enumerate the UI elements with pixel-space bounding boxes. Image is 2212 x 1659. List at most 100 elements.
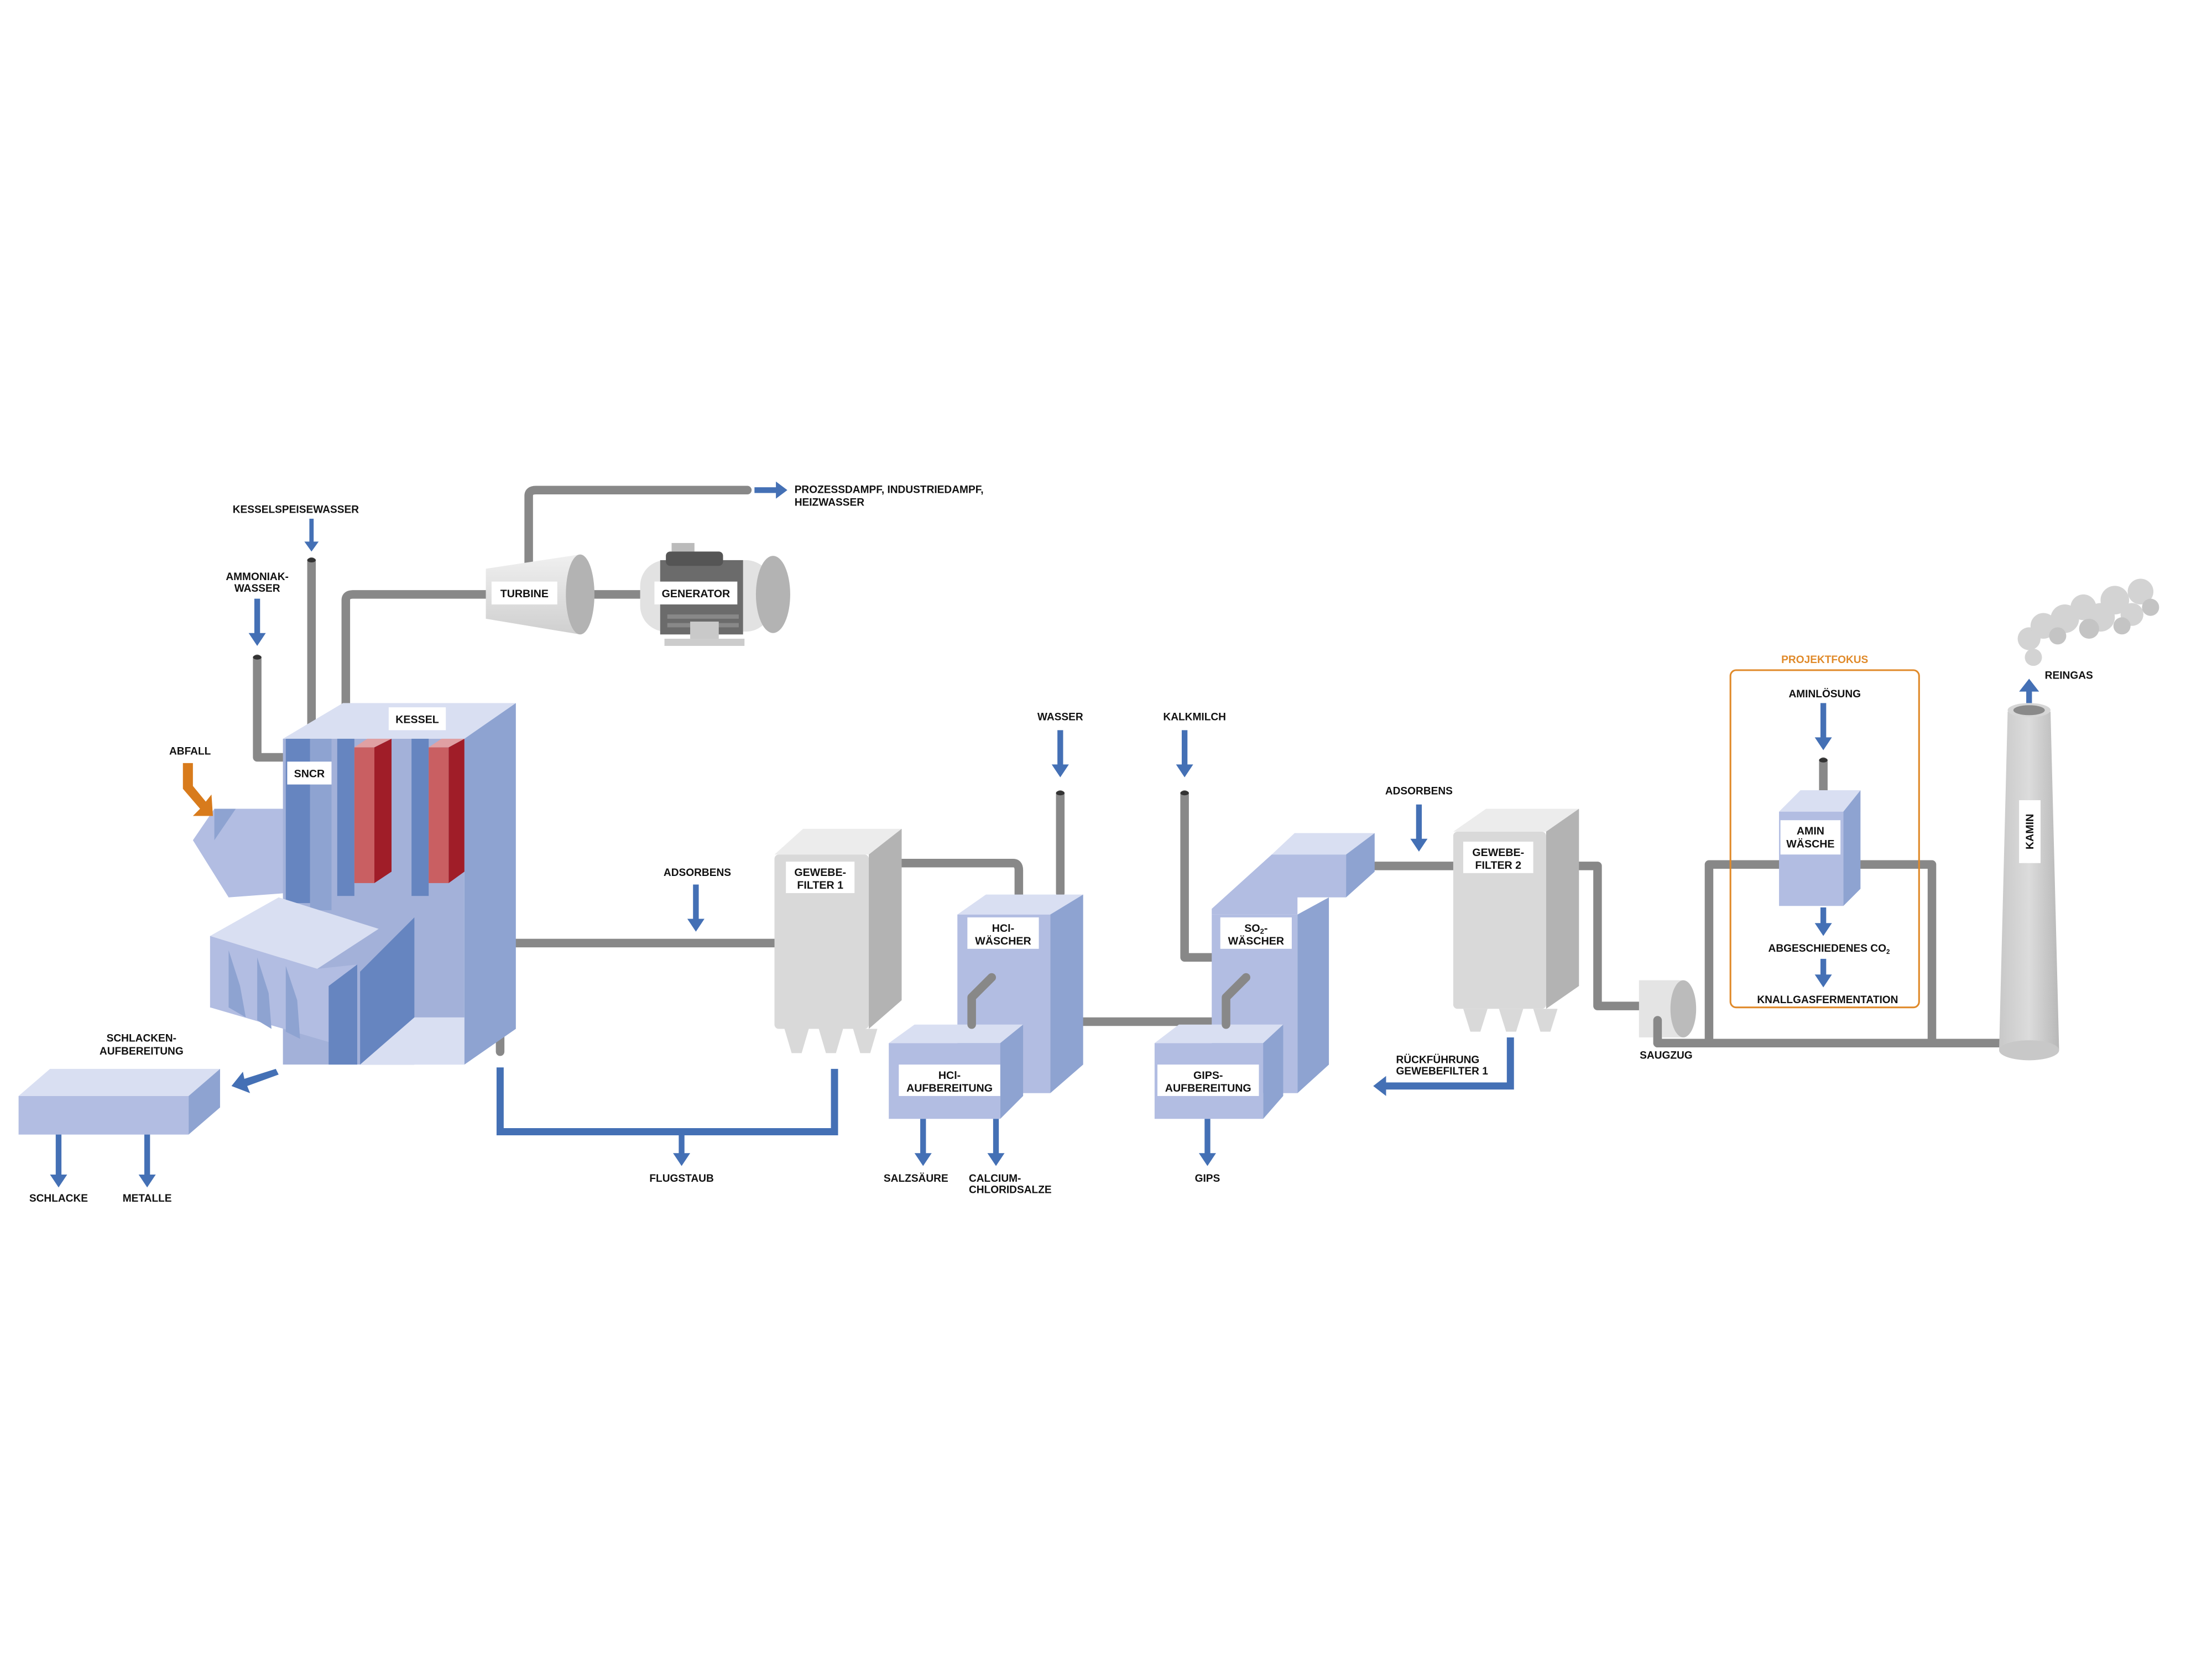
pipe-end — [1819, 758, 1828, 763]
pipe-end — [1180, 790, 1189, 796]
arrow-down-icon — [138, 1134, 156, 1188]
pipe-amin-in — [1704, 860, 1785, 1048]
schlacke-label: SCHLACKE — [29, 1193, 88, 1204]
arrow-down-icon — [304, 518, 319, 552]
abfall-arrow-icon — [182, 763, 213, 816]
kalkmilch-pipe — [1180, 790, 1216, 962]
arrow-down-icon — [1410, 804, 1428, 852]
generator-label: GENERATOR — [662, 588, 731, 600]
rueckfuehrung-line — [1383, 1037, 1514, 1090]
column — [411, 738, 429, 896]
hcl-waescher-label-1: HCl- — [992, 922, 1014, 935]
label-gewebefilter-2: GEWEBE- FILTER 2 — [1463, 841, 1533, 873]
salzsaeure-label: SALZSÄURE — [884, 1173, 948, 1185]
arrow-down-icon — [1814, 907, 1832, 936]
ash-cone — [257, 957, 272, 1029]
arrow-right-icon — [754, 481, 787, 499]
turbine-face — [566, 554, 594, 635]
label-kessel: KESSEL — [388, 707, 446, 731]
knallgasfermentation-label: KNALLGASFERMENTATION — [1757, 994, 1898, 1006]
label-hcl-waescher: HCl- WÄSCHER — [967, 917, 1039, 949]
arrow-up-icon — [2019, 679, 2039, 703]
gewebefilter2-label-1: GEWEBE- — [1472, 847, 1524, 859]
process-steam-pipe — [524, 486, 752, 573]
ammoniak-pipe — [253, 654, 290, 762]
so2-waescher-label-1: SO2- — [1244, 922, 1267, 936]
boiler-bottom — [360, 1017, 465, 1065]
projektfokus-frame — [1729, 669, 1920, 1009]
generator-base — [664, 639, 745, 646]
generator-terminal — [671, 542, 695, 552]
gewebefilter-2 — [1453, 808, 1579, 1032]
pipe-end — [253, 655, 262, 660]
ammoniak-label-1: AMMONIAK- — [226, 571, 289, 583]
heat-exchanger-red — [354, 747, 375, 883]
wasser-label: WASSER — [1037, 711, 1083, 723]
pipe-filter2-saugzug — [1574, 862, 1645, 1010]
smoke-cloud — [2017, 578, 2159, 666]
adsorbens-label-1: ADSORBENS — [664, 867, 731, 879]
arrow-down-icon — [1814, 703, 1832, 750]
steam-pipe-to-turbine — [341, 590, 493, 726]
boiler-panel — [360, 917, 415, 1065]
label-sncr: SNCR — [287, 761, 332, 785]
generator-stripe — [667, 614, 739, 619]
arrow-down-icon — [673, 1131, 691, 1166]
hcl-aufbereitung-label-1: HCl- — [938, 1070, 961, 1082]
ammoniak-label-2: WASSER — [234, 583, 280, 594]
arrow-diagonal-icon — [231, 1068, 279, 1093]
arrow-down-icon — [987, 1119, 1005, 1166]
arrow-down-icon — [1176, 730, 1193, 778]
reingas-label: REINGAS — [2045, 670, 2093, 681]
kessel-label: KESSEL — [395, 713, 439, 726]
amin-waesche-label-1: AMIN — [1797, 825, 1824, 837]
prozessdampf-label-2: HEIZWASSER — [795, 497, 865, 509]
gewebefilter2-label-2: FILTER 2 — [1475, 859, 1522, 872]
grate-front — [210, 936, 357, 1051]
arrow-down-icon — [1051, 730, 1069, 778]
label-gips-aufbereitung: GIPS- AUFBEREITUNG — [1157, 1065, 1259, 1096]
arrow-down-icon — [50, 1134, 67, 1188]
arrow-left-icon — [1373, 1076, 1386, 1096]
amin-waesche-label-2: WÄSCHE — [1786, 837, 1834, 850]
prozessdampf-label-1: PROZESSDAMPF, INDUSTRIEDAMPF, — [795, 484, 984, 495]
pipe-amin-out — [1850, 860, 1937, 1048]
metalle-label: METALLE — [123, 1193, 172, 1204]
heat-exchanger-red-side — [374, 738, 392, 883]
boiler-side — [464, 703, 516, 1065]
co2-label: ABGESCHIEDENES CO2 — [1768, 943, 1890, 956]
label-turbine: TURBINE — [491, 581, 557, 605]
label-hcl-aufbereitung: HCl- AUFBEREITUNG — [899, 1065, 1000, 1096]
generator-terminal-box — [666, 551, 723, 566]
arrow-down-icon — [687, 884, 705, 932]
heat-exchanger-red — [429, 747, 449, 883]
grate-top — [210, 897, 379, 969]
sncr-label: SNCR — [294, 768, 325, 780]
pipe-end — [307, 557, 316, 563]
heat-exchanger-red-side — [448, 738, 465, 883]
turbine-label: TURBINE — [500, 588, 549, 600]
pipe-end — [1056, 790, 1065, 796]
abfall-label: ABFALL — [169, 745, 211, 757]
arrow-down-icon — [248, 598, 266, 646]
projektfokus-title: PROJEKTFOKUS — [1781, 654, 1868, 666]
calcium-label-2: CHLORIDSALZE — [969, 1185, 1052, 1196]
rueckfuehrung-label-2: GEWEBEFILTER 1 — [1396, 1066, 1489, 1077]
arrow-down-icon — [914, 1119, 932, 1166]
ash-cone — [285, 966, 300, 1039]
arrow-down-icon — [1814, 958, 1832, 988]
gewebefilter-1 — [774, 828, 902, 1053]
generator-face — [755, 556, 790, 633]
kesselspeisewasser-label: KESSELSPEISEWASSER — [233, 504, 359, 516]
adsorbens-label-2: ADSORBENS — [1385, 786, 1453, 797]
label-so2-waescher: SO2- WÄSCHER — [1220, 917, 1292, 949]
label-generator: GENERATOR — [654, 581, 738, 605]
free-labels: KESSELSPEISEWASSER AMMONIAK- WASSER ABFA… — [29, 484, 2093, 1204]
flugstaub-label: FLUGSTAUB — [649, 1173, 713, 1185]
hcl-waescher-label-2: WÄSCHER — [975, 935, 1031, 947]
gewebefilter1-label-2: FILTER 1 — [797, 879, 843, 891]
gewebefilter1-label-1: GEWEBE- — [794, 867, 846, 879]
saugzug-label: SAUGZUG — [1640, 1050, 1693, 1062]
waste-hopper — [192, 808, 286, 898]
